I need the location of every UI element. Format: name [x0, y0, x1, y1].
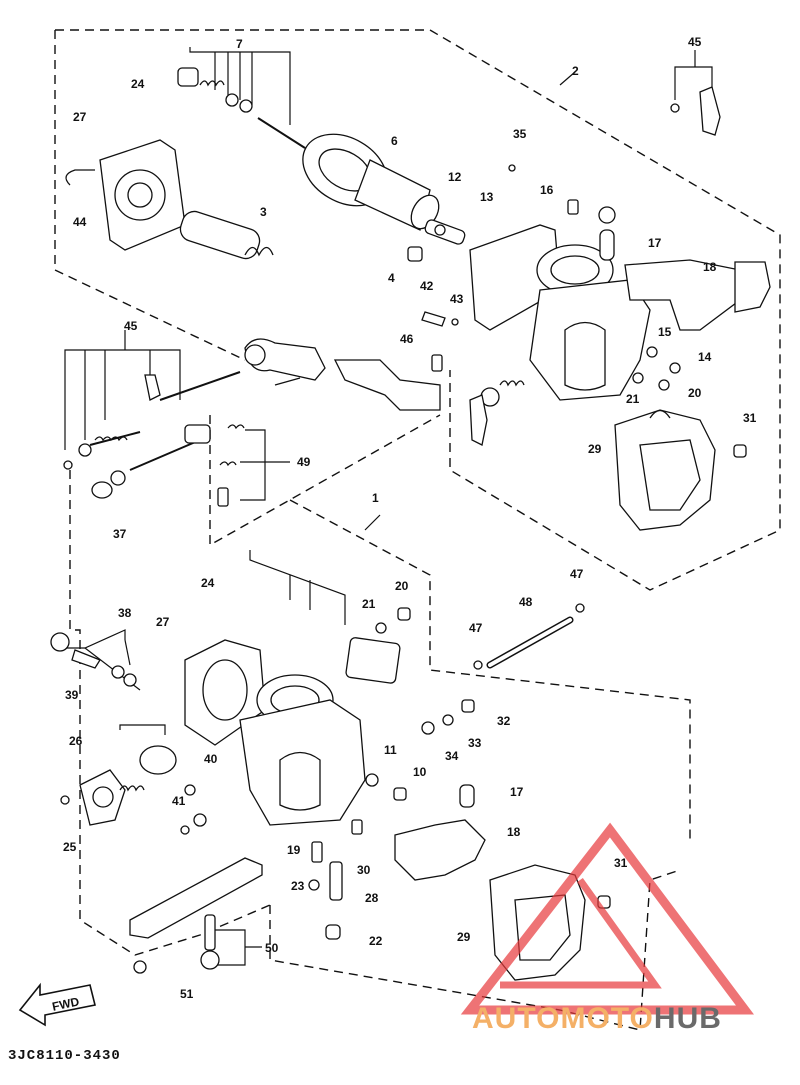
upper-carburetor-parts	[63, 67, 771, 531]
callout-39: 39	[65, 688, 79, 702]
watermark-text-part1: AUTOMOTO	[472, 1002, 654, 1035]
callout-29b: 29	[457, 930, 471, 944]
jet-needle-set	[177, 67, 306, 149]
mount-plate	[129, 857, 263, 939]
callout-27b: 27	[156, 615, 170, 629]
callout-19: 19	[287, 843, 301, 857]
callout-22: 22	[369, 934, 383, 948]
callout-44: 44	[73, 215, 87, 229]
callout-28: 28	[365, 891, 379, 905]
lower-carburetor-parts	[50, 603, 611, 981]
callout-3: 3	[260, 205, 267, 219]
callout-45b: 45	[124, 319, 138, 333]
spring-3	[179, 210, 274, 260]
callout-15: 15	[658, 325, 672, 339]
callout-25: 25	[63, 840, 77, 854]
callout-45a: 45	[688, 35, 702, 49]
callout-27a: 27	[73, 110, 87, 124]
callout-43: 43	[450, 292, 464, 306]
callout-32: 32	[497, 714, 511, 728]
upper-carb-body	[469, 206, 771, 401]
watermark-logo	[460, 822, 754, 1015]
fwd-arrow: FWD	[18, 982, 96, 1027]
callout-33: 33	[468, 736, 482, 750]
callout-21b: 21	[362, 597, 376, 611]
assembly-outlines	[54, 29, 781, 1031]
callout-47a: 47	[570, 567, 584, 581]
callout-18b: 18	[507, 825, 521, 839]
callout-17b: 17	[510, 785, 524, 799]
callout-14: 14	[698, 350, 712, 364]
callout-26: 26	[69, 734, 83, 748]
callout-31b: 31	[614, 856, 628, 870]
callout-10: 10	[413, 765, 427, 779]
callout-2: 2	[572, 64, 579, 78]
callout-37: 37	[113, 527, 127, 541]
callout-17a: 17	[648, 236, 662, 250]
callout-42: 42	[420, 279, 434, 293]
bracket-45-top	[699, 86, 721, 136]
callout-11: 11	[384, 743, 397, 757]
callout-20a: 20	[688, 386, 702, 400]
bracket-18-lower	[394, 819, 486, 881]
callout-40: 40	[204, 752, 218, 766]
watermark-text: AUTOMOTOHUB	[472, 1002, 722, 1036]
callout-13: 13	[480, 190, 494, 204]
bracket-46	[333, 359, 441, 411]
callout-48: 48	[519, 595, 533, 609]
vacuum-piston-6	[302, 133, 440, 231]
callout-7: 7	[236, 37, 243, 51]
callout-41: 41	[172, 794, 186, 808]
float-bowl-29-upper	[614, 409, 716, 531]
callout-24a: 24	[131, 77, 145, 91]
callout-21a: 21	[626, 392, 640, 406]
callout-34: 34	[445, 749, 459, 763]
callout-51: 51	[180, 987, 194, 1001]
callout-35: 35	[513, 127, 527, 141]
callout-47b: 47	[469, 621, 483, 635]
callout-30: 30	[357, 863, 371, 877]
leader-lines	[64, 47, 713, 966]
part-code: 3JC8110-3430	[8, 1048, 121, 1064]
watermark-text-part2: HUB	[653, 1002, 722, 1035]
callout-4: 4	[388, 271, 395, 285]
callout-50: 50	[265, 941, 279, 955]
fwd-label: FWD	[51, 994, 81, 1013]
callout-29a: 29	[588, 442, 602, 456]
callout-38: 38	[118, 606, 132, 620]
callout-numbers: 1 2 3 4 6 7 10 11 12 13 14 15 16 17 17 1…	[63, 35, 757, 1001]
callout-23: 23	[291, 879, 305, 893]
callout-12: 12	[448, 170, 462, 184]
lower-carb-body	[239, 637, 401, 826]
callout-49: 49	[297, 455, 311, 469]
callout-20b: 20	[395, 579, 409, 593]
callout-16: 16	[540, 183, 554, 197]
callout-46: 46	[400, 332, 414, 346]
callout-24b: 24	[201, 576, 215, 590]
shaft-12-13	[424, 219, 466, 245]
callout-18a: 18	[703, 260, 717, 274]
callout-6: 6	[391, 134, 398, 148]
callout-31a: 31	[743, 411, 757, 425]
callout-1: 1	[372, 491, 379, 505]
